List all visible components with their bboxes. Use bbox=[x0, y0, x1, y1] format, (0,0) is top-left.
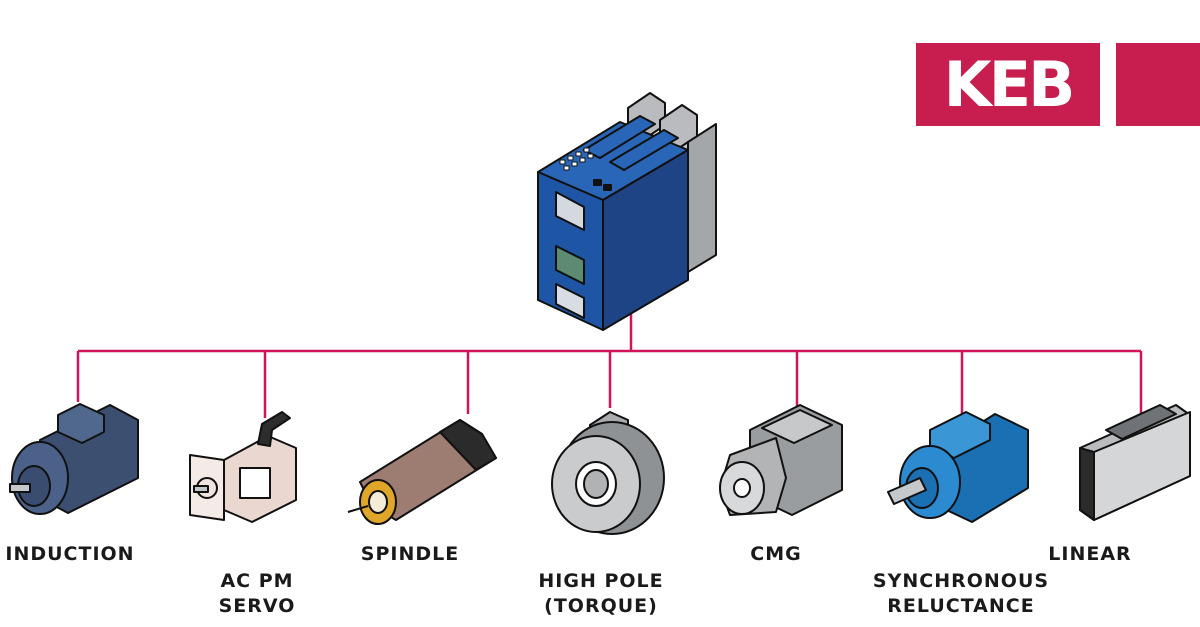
label-spindle: SPINDLE bbox=[360, 543, 460, 565]
logo-box bbox=[916, 43, 1100, 126]
label-induction: INDUCTION bbox=[5, 543, 135, 565]
reluctance-motor-icon bbox=[887, 411, 1029, 523]
keb-logo: KEB bbox=[916, 43, 1200, 126]
linear-motor-icon bbox=[1079, 404, 1191, 521]
label-linear: LINEAR bbox=[1048, 543, 1132, 565]
cmg-motor-icon bbox=[719, 404, 843, 516]
logo-wordmark: KEB bbox=[943, 48, 1076, 121]
logo-bar bbox=[1116, 43, 1200, 126]
connector-lines bbox=[76, 310, 1143, 418]
servo-motor-icon bbox=[189, 411, 297, 523]
label-synchronous-reluctance: SYNCHRONOUS RELUCTANCE bbox=[872, 570, 1050, 617]
label-high-pole: HIGH POLE (TORQUE) bbox=[538, 570, 664, 617]
label-cmg: CMG bbox=[750, 543, 802, 565]
spindle-motor-icon bbox=[347, 419, 497, 525]
label-ac-pm-servo: AC PM SERVO bbox=[218, 570, 296, 617]
induction-motor-icon bbox=[9, 403, 139, 515]
drive-unit-icon bbox=[537, 92, 717, 331]
torque-motor-icon bbox=[551, 411, 665, 535]
